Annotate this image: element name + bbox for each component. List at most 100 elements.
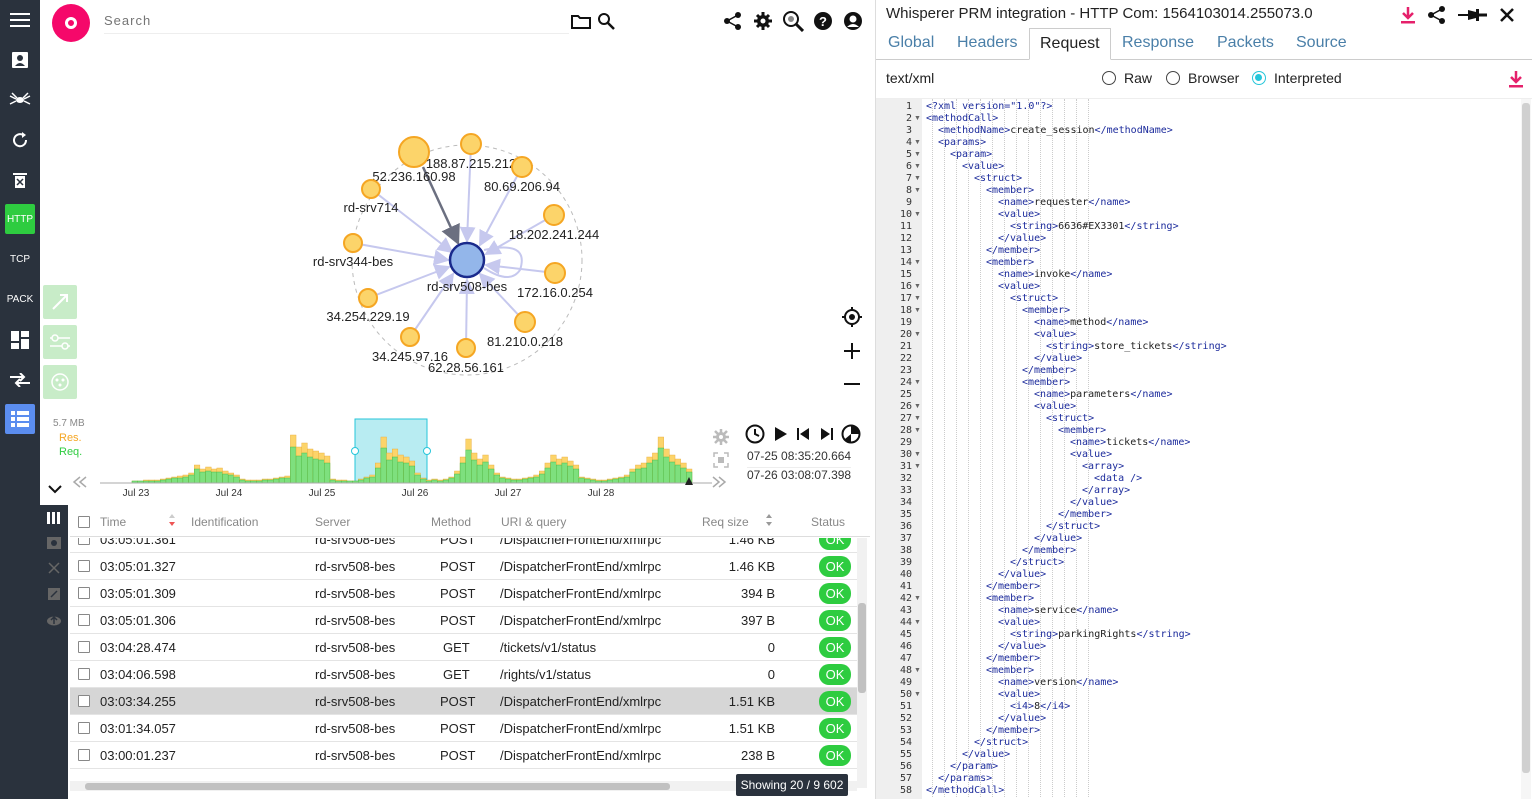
col-status[interactable]: Status [811, 515, 846, 529]
graph-node[interactable] [361, 179, 381, 199]
fold-toggle-icon[interactable]: ▼ [914, 283, 921, 290]
fold-toggle-icon[interactable]: ▼ [914, 691, 921, 698]
table-horizontal-scrollbar[interactable] [70, 781, 857, 791]
fold-toggle-icon[interactable]: ▼ [914, 139, 921, 146]
spider-icon[interactable] [0, 82, 40, 118]
row-checkbox[interactable] [78, 749, 90, 761]
download-icon[interactable] [1396, 3, 1420, 27]
timer-icon[interactable] [840, 423, 862, 445]
browser-radio[interactable] [1166, 71, 1180, 85]
center-node[interactable] [448, 241, 486, 279]
timeline-fit-icon[interactable] [713, 452, 729, 468]
tab-global[interactable]: Global [888, 34, 935, 51]
fold-toggle-icon[interactable]: ▼ [914, 451, 921, 458]
sort-icon[interactable] [168, 513, 176, 530]
table-row[interactable]: 03:05:01.361 rd-srv508-bes POST /Dispatc… [70, 538, 867, 553]
zoom-out-icon[interactable] [838, 370, 866, 398]
col-method[interactable]: Method [431, 515, 472, 529]
settings-icon[interactable] [752, 10, 774, 32]
expand-tool-icon[interactable] [43, 285, 77, 319]
delete-icon[interactable] [0, 162, 40, 198]
graph-node[interactable] [398, 136, 430, 168]
timeline-cursor[interactable] [685, 477, 693, 485]
fold-toggle-icon[interactable]: ▼ [914, 667, 921, 674]
fold-toggle-icon[interactable]: ▼ [914, 415, 921, 422]
skip-end-icon[interactable] [816, 423, 838, 445]
help-icon[interactable]: ? [812, 10, 834, 32]
timeline-settings-icon[interactable] [713, 429, 729, 445]
app-logo[interactable] [52, 4, 90, 42]
clock-icon[interactable] [744, 423, 766, 445]
network-graph[interactable]: 52.236.160.98188.87.215.21280.69.206.94r… [40, 100, 874, 420]
row-checkbox[interactable] [78, 538, 90, 545]
pin-icon[interactable] [1456, 3, 1490, 27]
row-checkbox[interactable] [78, 560, 90, 572]
search-input[interactable] [104, 8, 569, 32]
compare-icon[interactable] [0, 362, 40, 398]
contact-icon[interactable] [0, 42, 40, 78]
col-identification[interactable]: Identification [191, 515, 259, 529]
rewind-icon[interactable] [72, 476, 87, 488]
graph-node[interactable] [511, 156, 533, 178]
row-checkbox[interactable] [78, 641, 90, 653]
forward-icon[interactable] [712, 476, 727, 488]
table-vertical-scrollbar[interactable] [857, 538, 867, 788]
graph-node[interactable] [514, 311, 536, 333]
fold-toggle-icon[interactable]: ▼ [914, 379, 921, 386]
col-req-size[interactable]: Req size [702, 515, 749, 529]
row-checkbox[interactable] [78, 668, 90, 680]
dashboard-icon[interactable] [0, 322, 40, 358]
columns-icon[interactable] [44, 508, 64, 528]
tab-source[interactable]: Source [1296, 34, 1347, 51]
editor-scrollbar[interactable] [1521, 99, 1531, 799]
http-button[interactable]: HTTP [5, 204, 35, 234]
skip-start-icon[interactable] [792, 423, 814, 445]
search-icon[interactable] [595, 10, 617, 32]
row-checkbox[interactable] [78, 695, 90, 707]
tab-response[interactable]: Response [1122, 34, 1195, 51]
play-icon[interactable] [770, 423, 792, 445]
code-content[interactable]: <?xml version="1.0"?><methodCall><method… [926, 99, 1521, 799]
graph-node[interactable] [543, 204, 565, 226]
close-icon[interactable] [1495, 3, 1519, 27]
view-browser-option[interactable]: Browser [1166, 70, 1239, 86]
tab-request[interactable]: Request [1029, 28, 1111, 60]
interpreted-radio[interactable] [1252, 71, 1266, 85]
end-time[interactable]: 07-26 03:08:07.398 [747, 467, 852, 482]
fold-toggle-icon[interactable]: ▼ [914, 331, 921, 338]
view-raw-option[interactable]: Raw [1102, 70, 1152, 86]
zoom-inspect-icon[interactable] [782, 10, 804, 32]
row-checkbox[interactable] [78, 587, 90, 599]
tcp-button[interactable]: TCP [0, 241, 40, 277]
refresh-icon[interactable] [0, 122, 40, 158]
fold-toggle-icon[interactable]: ▼ [914, 163, 921, 170]
cluster-tool-icon[interactable] [43, 365, 77, 399]
start-time[interactable]: 07-25 08:35:20.664 [747, 449, 852, 463]
menu-icon[interactable] [0, 2, 40, 38]
tab-packets[interactable]: Packets [1217, 34, 1274, 51]
panel-share-icon[interactable] [1425, 3, 1449, 27]
fold-toggle-icon[interactable]: ▼ [914, 259, 921, 266]
image-icon[interactable] [44, 533, 64, 553]
user-account-icon[interactable] [842, 10, 864, 32]
fold-toggle-icon[interactable]: ▼ [914, 463, 921, 470]
fold-toggle-icon[interactable]: ▼ [914, 295, 921, 302]
col-server[interactable]: Server [315, 515, 351, 529]
graph-node[interactable] [358, 288, 378, 308]
fold-toggle-icon[interactable]: ▼ [914, 175, 921, 182]
fold-toggle-icon[interactable]: ▼ [914, 187, 921, 194]
tab-headers[interactable]: Headers [957, 34, 1018, 51]
locate-icon[interactable] [838, 303, 866, 331]
clear-icon[interactable] [44, 558, 64, 578]
select-all-checkbox[interactable] [78, 516, 90, 528]
